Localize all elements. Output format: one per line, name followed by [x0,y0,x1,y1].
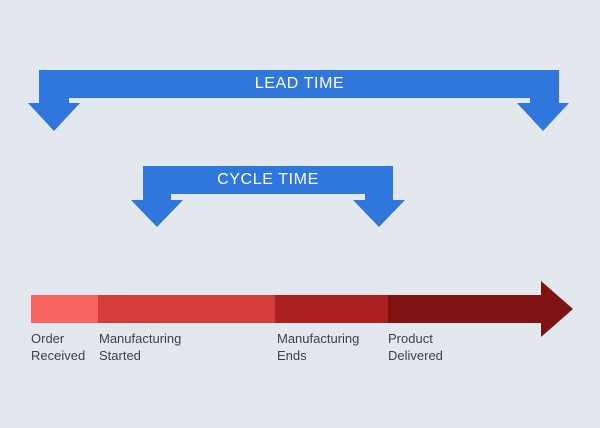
milestone-label-manufacturing-started: Manufacturing Started [99,331,182,363]
process-timeline-arrow [31,295,541,323]
timeline-segment-product-delivered [388,295,541,323]
lead-time-right-down-arrow-icon [517,103,569,131]
timeline-segment-manufacturing-ends [275,295,388,323]
timeline-right-arrowhead-icon [541,281,573,337]
cycle-time-label: CYCLE TIME [217,171,319,188]
cycle-time-bar: CYCLE TIME [143,166,393,194]
timeline-segment-order-received [31,295,98,323]
lead-time-bar: LEAD TIME [40,70,559,98]
milestone-label-product-delivered: Product Delivered [388,331,443,363]
lead-time-label: LEAD TIME [254,75,345,92]
cycle-time-right-down-arrow-icon [353,200,405,227]
milestone-label-manufacturing-ends: Manufacturing Ends [277,331,360,363]
cycle-time-left-down-arrow-icon [131,200,183,227]
lead-time-left-down-arrow-icon [28,103,80,131]
timeline-segment-manufacturing-started [98,295,275,323]
milestone-label-order-received: Order Received [31,331,86,363]
